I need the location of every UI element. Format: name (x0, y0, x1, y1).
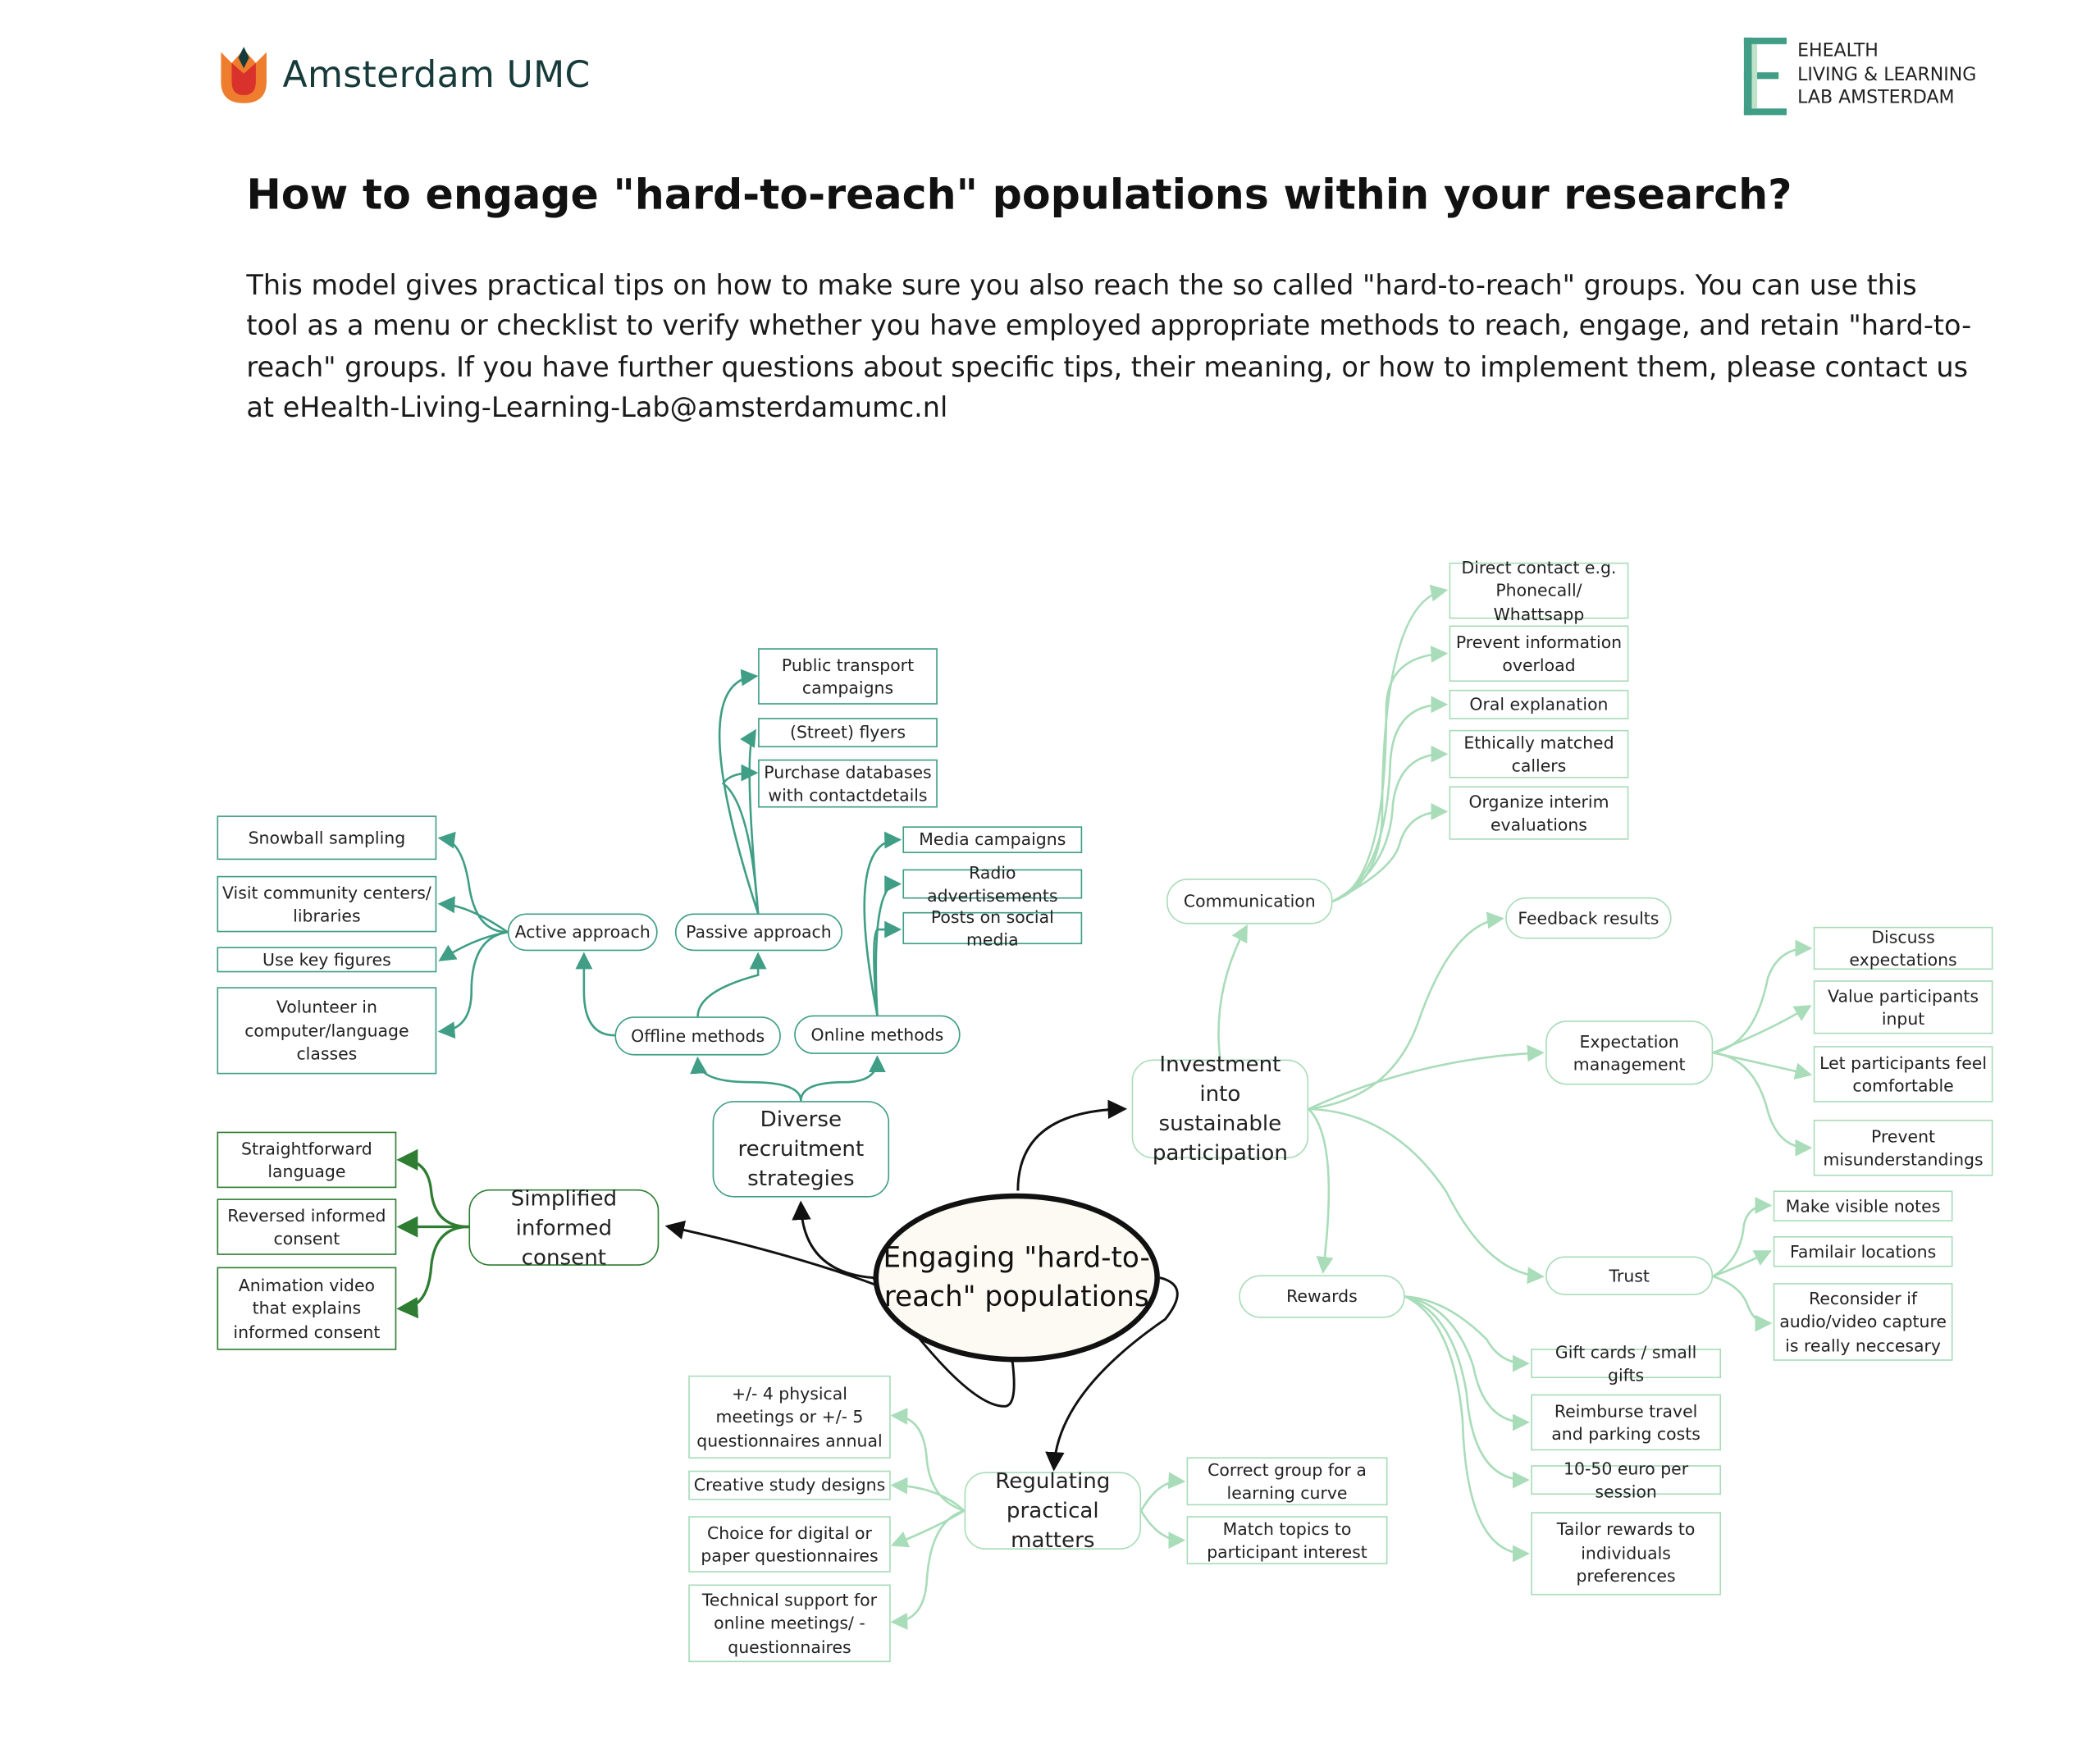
leaf-rewards: Gift cards / small gifts (1531, 1341, 1722, 1385)
leaf-practical: +/- 4 physical meetings or +/- 5 questio… (688, 1375, 891, 1459)
leaf-expectation: Let participants feel comfortable (1813, 1046, 1993, 1103)
leaf-trust: Make visible notes (1773, 1190, 1953, 1222)
light-branches (890, 584, 1813, 1630)
leaf-expectation: Prevent misunderstandings (1813, 1119, 1993, 1176)
node-investment: Investment into sustainable participatio… (1131, 1052, 1309, 1165)
leaf-communication: Organize interim evaluations (1449, 786, 1629, 840)
node-communication: Communication (1166, 879, 1333, 925)
lab-line-2: LIVING & LEARNING (1797, 63, 1977, 85)
node-diverse-recruitment: Diverse recruitment strategies (712, 1101, 890, 1198)
leaf-communication: Direct contact e.g. Phonecall/ Whattsapp (1449, 557, 1629, 623)
leaf-practical: Match topics to participant interest (1186, 1516, 1388, 1564)
leaf-practical: Choice for digital or paper questionnair… (688, 1516, 891, 1573)
leaf-online: Posts on social media (902, 906, 1083, 950)
org-name: Amsterdam UMC (282, 54, 591, 96)
node-trust: Trust (1545, 1256, 1714, 1295)
leaf-practical: Technical support for online meetings/ -… (688, 1584, 891, 1663)
leaf-active: Visit community centers/ libraries (217, 875, 437, 933)
leaf-communication: Ethically matched callers (1449, 729, 1629, 778)
node-active-approach: Active approach (507, 913, 658, 952)
leaf-trust: Reconsider if audio/video capture is rea… (1773, 1283, 1953, 1361)
page-title: How to engage "hard-to-reach" population… (246, 171, 1792, 220)
tulip-icon (221, 47, 267, 103)
leaf-consent: Reversed informed consent (217, 1198, 397, 1255)
leaf-active: Snowball sampling (217, 815, 437, 861)
intro-text: This model gives practical tips on how t… (246, 269, 1972, 423)
node-rewards: Rewards (1239, 1275, 1405, 1318)
leaf-expectation: Discuss expectations (1813, 926, 1993, 970)
leaf-practical: Creative study designs (688, 1470, 891, 1500)
leaf-consent: Straightforward language (217, 1131, 397, 1189)
leaf-communication: Prevent information overload (1449, 625, 1629, 683)
recruitment-branches (437, 669, 902, 1102)
lab-line-1: EHEALTH (1797, 39, 1879, 62)
leaf-online: Media campaigns (902, 826, 1083, 854)
leaf-expectation: Value participants input (1813, 980, 1993, 1034)
ehealth-lab-logo: EHEALTH LIVING & LEARNING LAB AMSTERDAM (1743, 37, 1977, 116)
leaf-passive: Public transport campaigns (758, 648, 938, 705)
lab-line-3: LAB AMSTERDAM (1797, 87, 1955, 109)
leaf-communication: Oral explanation (1449, 689, 1629, 719)
node-online-methods: Online methods (794, 1015, 961, 1054)
leaf-rewards: 10-50 euro per session (1531, 1458, 1722, 1501)
node-simplified-consent: Simplified informed consent (468, 1185, 660, 1269)
leaf-rewards: Reimburse travel and parking costs (1531, 1394, 1722, 1451)
leaf-consent: Animation video that explains informed c… (217, 1267, 397, 1350)
leaf-practical: Correct group for a learning curve (1186, 1457, 1388, 1506)
node-offline-methods: Offline methods (614, 1016, 781, 1056)
leaf-rewards: Tailor rewards to individuals preference… (1531, 1512, 1722, 1596)
amsterdam-umc-logo: Amsterdam UMC (218, 44, 590, 106)
node-regulating-practical: Regulating practical matters (964, 1468, 1142, 1552)
leaf-active: Use key figures (217, 947, 437, 973)
leaf-passive: Purchase databases with contactdetails (758, 759, 938, 808)
leaf-online: Radio advertisements (902, 862, 1083, 906)
node-passive-approach: Passive approach (674, 913, 842, 952)
lab-e-icon (1743, 37, 1787, 116)
node-expectation-management: Expectation management (1545, 1020, 1714, 1085)
node-feedback-results: Feedback results (1505, 897, 1672, 939)
leaf-active: Volunteer in computer/language classes (217, 987, 437, 1075)
consent-branches (396, 1148, 469, 1319)
leaf-passive: (Street) flyers (758, 718, 938, 748)
leaf-trust: Familair locations (1773, 1235, 1953, 1267)
central-topic-node: Engaging "hard-to-reach" populations (873, 1193, 1160, 1363)
